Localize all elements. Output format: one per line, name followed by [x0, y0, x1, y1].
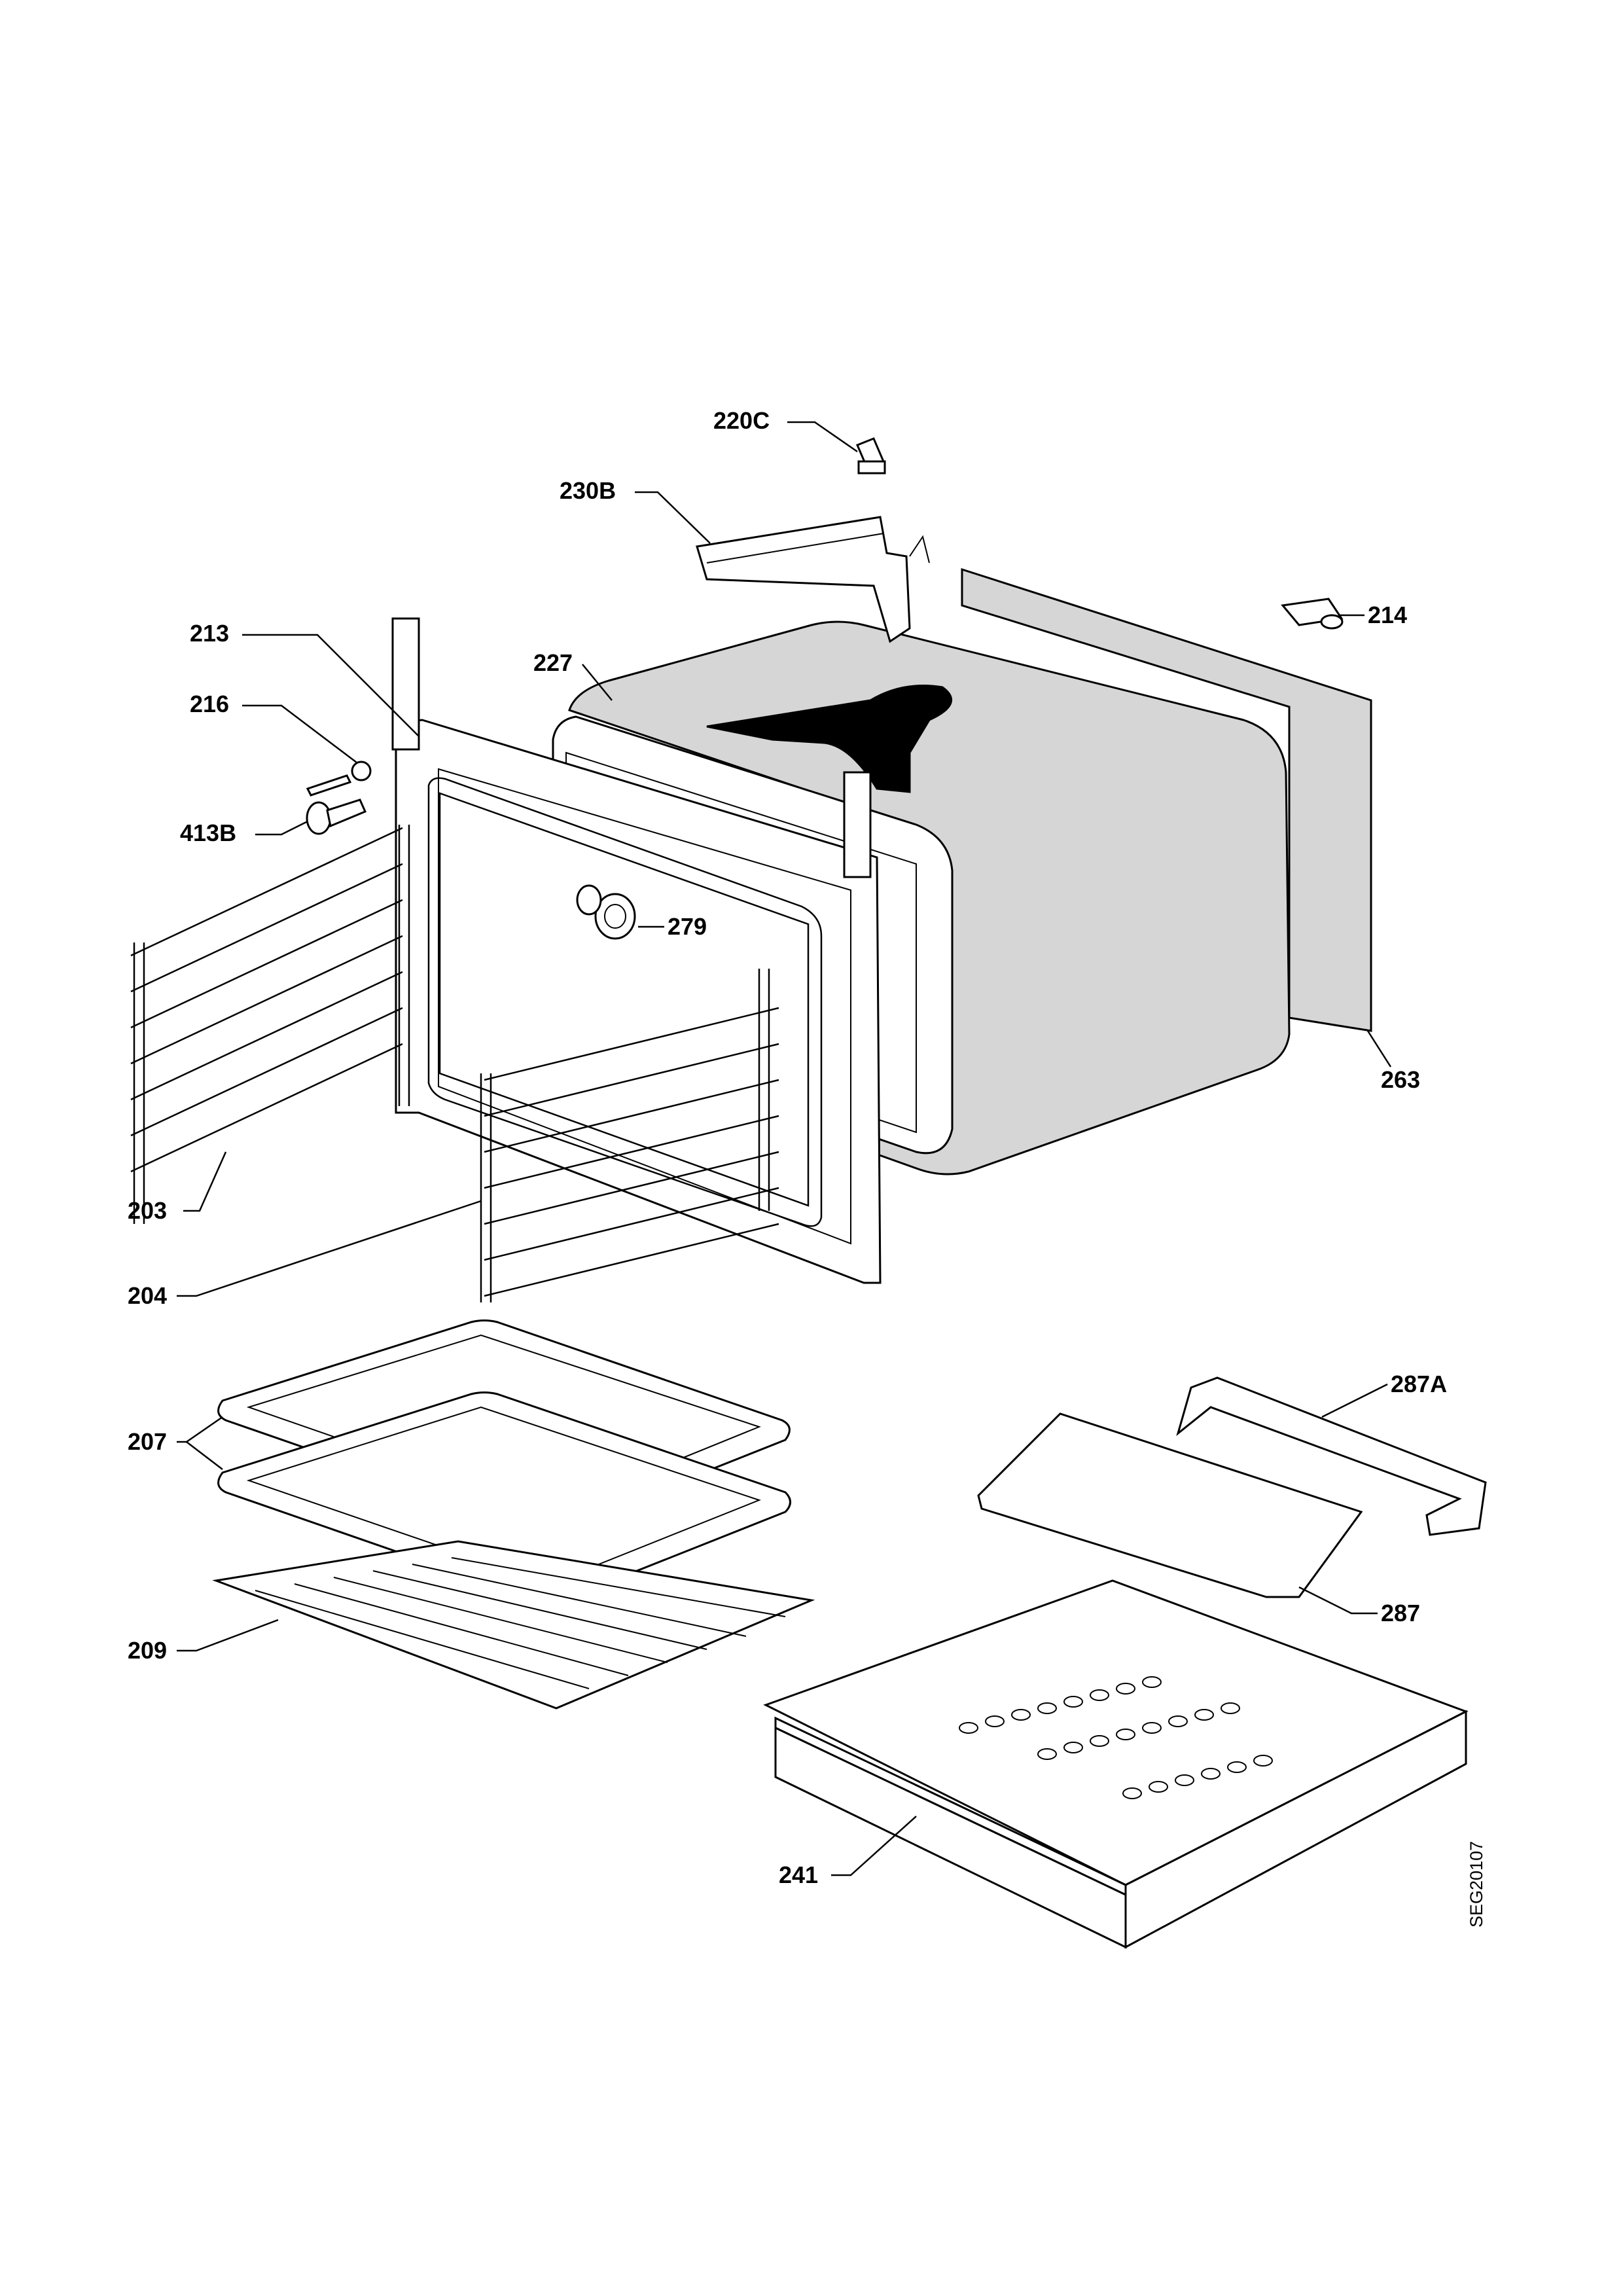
shelf-rail-part-204	[480, 969, 779, 1302]
label-214: 214	[1368, 601, 1407, 628]
shelf-rail-part-203	[130, 825, 410, 1224]
tray-part-207	[217, 1319, 791, 1603]
label-213: 213	[190, 620, 229, 647]
bracket-part-230B	[696, 516, 930, 643]
label-227: 227	[533, 649, 573, 676]
label-207: 207	[128, 1428, 167, 1455]
drawer-part-241	[763, 1579, 1469, 1949]
clip-part-220C	[856, 437, 886, 475]
label-209: 209	[128, 1637, 167, 1664]
label-263: 263	[1381, 1066, 1420, 1093]
label-216: 216	[190, 691, 229, 717]
lamp-part-279	[576, 884, 636, 940]
drawing-code: SEG20107	[1467, 1841, 1486, 1928]
label-413B: 413B	[180, 819, 236, 846]
deflector-part-287A	[1176, 1376, 1487, 1536]
label-203: 203	[128, 1197, 167, 1224]
connector-part-214	[1281, 598, 1344, 630]
label-279: 279	[668, 913, 707, 940]
deflector-part-287	[977, 1412, 1363, 1598]
label-287A: 287A	[1391, 1371, 1447, 1397]
label-287: 287	[1381, 1600, 1420, 1626]
screw-part-216	[306, 761, 372, 797]
grill-rack-part-209	[212, 1540, 815, 1710]
leader-lines	[177, 421, 1392, 1876]
part-labels: 220C 230B 214 213 227 216 413B 279 263 2…	[128, 407, 1486, 1928]
label-220C: 220C	[713, 407, 770, 434]
label-230B: 230B	[560, 477, 616, 504]
knob-part-413B	[306, 798, 366, 835]
label-241: 241	[779, 1861, 818, 1888]
label-204: 204	[128, 1282, 167, 1309]
